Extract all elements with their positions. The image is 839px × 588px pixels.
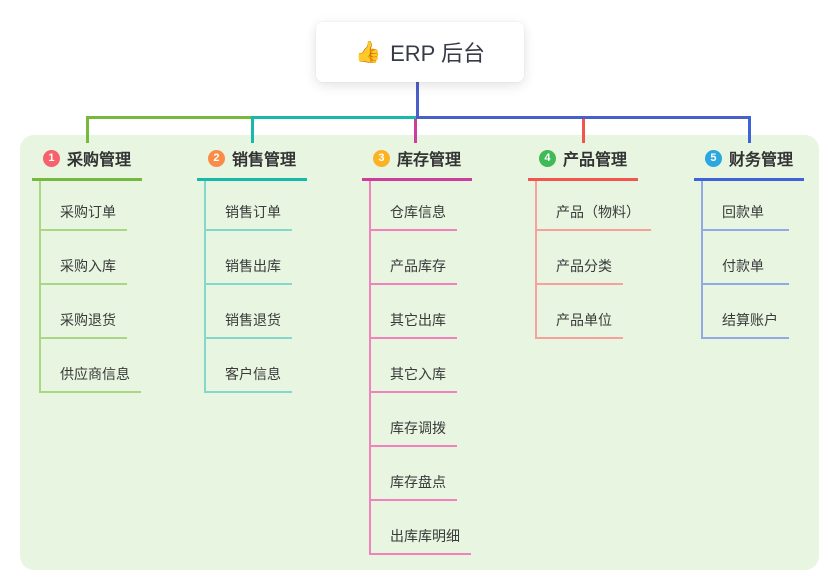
thumbs-up-icon: 👍 xyxy=(354,40,382,64)
connector-drop-1 xyxy=(85,116,89,143)
leaf-list: 仓库信息产品库存其它出库其它入库库存调拨库存盘点出库库明细 xyxy=(369,181,592,555)
branch-node[interactable]: 5 财务管理 xyxy=(694,146,804,181)
root-title: ERP 后台 xyxy=(390,41,486,66)
branch-node[interactable]: 1 采购管理 xyxy=(32,146,142,181)
leaf-list: 销售订单销售出库销售退货客户信息 xyxy=(204,181,427,393)
leaf-node[interactable]: 销售订单 xyxy=(206,181,292,231)
leaf-node[interactable]: 结算账户 xyxy=(703,285,789,339)
connector-drop-5 xyxy=(747,116,751,143)
leaf-node[interactable]: 回款单 xyxy=(703,181,789,231)
branch-column-1: 1 采购管理采购订单采购入库采购退货供应商信息 xyxy=(32,146,262,393)
branch-number-badge: 3 xyxy=(372,149,390,167)
branch-number-badge: 5 xyxy=(704,149,722,167)
leaf-node[interactable]: 库存调拨 xyxy=(371,393,457,447)
leaf-node[interactable]: 采购订单 xyxy=(41,181,127,231)
branch-node[interactable]: 4 产品管理 xyxy=(528,146,638,181)
leaf-node[interactable]: 采购入库 xyxy=(41,231,127,285)
leaf-node[interactable]: 仓库信息 xyxy=(371,181,457,231)
leaf-node[interactable]: 产品库存 xyxy=(371,231,457,285)
leaf-node[interactable]: 采购退货 xyxy=(41,285,127,339)
branch-node[interactable]: 3 库存管理 xyxy=(362,146,472,181)
branch-column-2: 2 销售管理销售订单销售出库销售退货客户信息 xyxy=(197,146,427,393)
branch-node[interactable]: 2 销售管理 xyxy=(197,146,307,181)
leaf-node[interactable]: 付款单 xyxy=(703,231,789,285)
leaf-list: 产品（物料）产品分类产品单位 xyxy=(535,181,758,339)
leaf-node[interactable]: 其它入库 xyxy=(371,339,457,393)
connector-drop-2 xyxy=(250,116,254,143)
leaf-node[interactable]: 产品单位 xyxy=(537,285,623,339)
root-node[interactable]: 👍 ERP 后台 xyxy=(316,22,524,82)
branch-label: 财务管理 xyxy=(728,152,793,169)
connector-root-vertical xyxy=(416,82,419,119)
branches-panel xyxy=(20,135,819,570)
branch-label: 销售管理 xyxy=(231,152,296,169)
branch-label: 采购管理 xyxy=(66,152,131,169)
leaf-list: 回款单付款单结算账户 xyxy=(701,181,839,339)
leaf-node[interactable]: 其它出库 xyxy=(371,285,457,339)
leaf-list: 采购订单采购入库采购退货供应商信息 xyxy=(39,181,262,393)
connector-drop-3 xyxy=(414,119,417,143)
leaf-node[interactable]: 客户信息 xyxy=(206,339,292,393)
branch-column-5: 5 财务管理回款单付款单结算账户 xyxy=(694,146,839,339)
connector-bus-teal xyxy=(250,116,417,119)
leaf-node[interactable]: 产品（物料） xyxy=(537,181,651,231)
branch-column-3: 3 库存管理仓库信息产品库存其它出库其它入库库存调拨库存盘点出库库明细 xyxy=(362,146,592,555)
branch-label: 库存管理 xyxy=(396,152,461,169)
branch-number-badge: 2 xyxy=(207,149,225,167)
leaf-node[interactable]: 产品分类 xyxy=(537,231,623,285)
connector-bus-green xyxy=(85,116,252,119)
leaf-node[interactable]: 销售出库 xyxy=(206,231,292,285)
leaf-node[interactable]: 出库库明细 xyxy=(371,501,471,555)
leaf-node[interactable]: 供应商信息 xyxy=(41,339,141,393)
leaf-node[interactable]: 销售退货 xyxy=(206,285,292,339)
branch-column-4: 4 产品管理产品（物料）产品分类产品单位 xyxy=(528,146,758,339)
connector-drop-4 xyxy=(581,119,585,143)
branch-number-badge: 4 xyxy=(538,149,556,167)
leaf-node[interactable]: 库存盘点 xyxy=(371,447,457,501)
branch-label: 产品管理 xyxy=(562,152,627,169)
connector-bus-blue xyxy=(416,116,751,119)
branch-number-badge: 1 xyxy=(42,149,60,167)
